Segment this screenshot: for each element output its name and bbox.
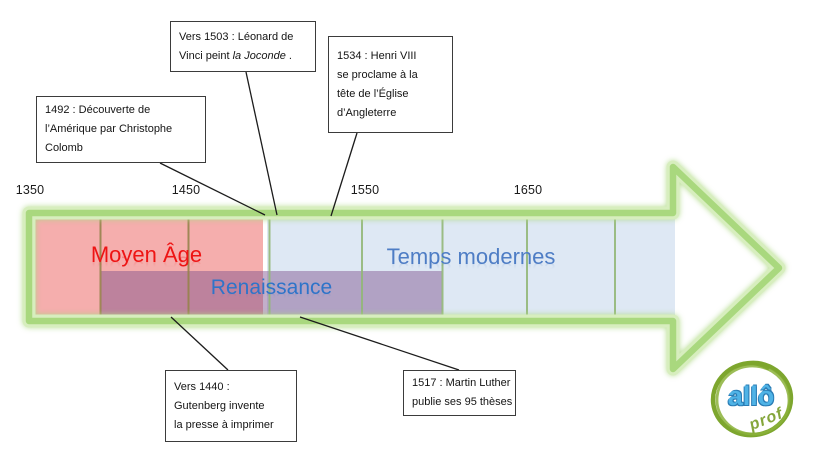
period-label-temps-modernes: Temps modernes bbox=[386, 244, 556, 269]
callout-colomb: 1492 : Découverte de l’Amérique par Chri… bbox=[36, 96, 206, 163]
connector-colomb bbox=[159, 162, 266, 216]
callout-henri-line1: 1534 : Henri VIII bbox=[337, 49, 417, 62]
connector-henri bbox=[330, 132, 358, 217]
callout-luther-line1: 1517 : Martin Luther bbox=[412, 377, 511, 389]
callout-joconde-line2-pre: Vinci peint bbox=[179, 49, 233, 62]
callout-joconde-line2-post: . bbox=[285, 49, 292, 62]
callout-colomb-line1: 1492 : Découverte de bbox=[45, 104, 151, 116]
callout-henri-line4: d’Angleterre bbox=[337, 106, 397, 119]
alloprof-logo-ring bbox=[710, 360, 794, 438]
connector-gutenberg bbox=[170, 316, 229, 371]
period-label-moyen-age: Moyen Âge bbox=[90, 242, 203, 267]
callout-gutenberg-line3: la presse à imprimer bbox=[174, 418, 274, 431]
callout-joconde-line2: Vinci peint la Joconde . bbox=[179, 47, 307, 66]
callout-gutenberg-line2: Gutenberg invente bbox=[174, 399, 265, 412]
connector-luther bbox=[299, 316, 460, 371]
timeline-ticks bbox=[99, 217, 616, 316]
moyen-age-band bbox=[30, 217, 263, 316]
callout-luther-line2: publie ses 95 thèses bbox=[412, 396, 513, 408]
renaissance-overlay-band bbox=[101, 271, 442, 316]
callout-henri-line2: se proclame à la bbox=[337, 68, 418, 81]
year-label-1550: 1550 bbox=[350, 183, 380, 197]
callout-luther: 1517 : Martin Luther publie ses 95 thèse… bbox=[403, 370, 516, 416]
year-label-1450: 1450 bbox=[171, 183, 201, 197]
callout-joconde-line2-italic: la Joconde bbox=[232, 49, 286, 62]
period-label-renaissance: Renaissance bbox=[210, 276, 333, 299]
connector-joconde bbox=[245, 71, 278, 216]
callout-gutenberg-line1: Vers 1440 : bbox=[174, 380, 230, 393]
callout-henri-line3: tête de l’Église bbox=[337, 87, 409, 100]
timeline-arrow bbox=[22, 160, 786, 376]
year-label-1650: 1650 bbox=[513, 183, 543, 197]
callout-joconde: Vers 1503 : Léonard de Vinci peint la Jo… bbox=[170, 21, 316, 72]
alloprof-logo: allô prof bbox=[705, 355, 803, 451]
year-label-1350: 1350 bbox=[15, 183, 45, 197]
temps-modernes-band bbox=[267, 217, 675, 316]
callout-colomb-line2: l’Amérique par Christophe bbox=[45, 123, 173, 135]
callout-henri: 1534 : Henri VIII se proclame à la tête … bbox=[328, 36, 453, 133]
callout-gutenberg: Vers 1440 : Gutenberg invente la presse … bbox=[165, 370, 297, 442]
callout-colomb-line3: Colomb bbox=[45, 142, 83, 154]
callout-joconde-line1: Vers 1503 : Léonard de bbox=[179, 30, 294, 43]
alloprof-logo-allo-text: allô bbox=[727, 381, 775, 411]
callout-connectors bbox=[159, 71, 460, 371]
